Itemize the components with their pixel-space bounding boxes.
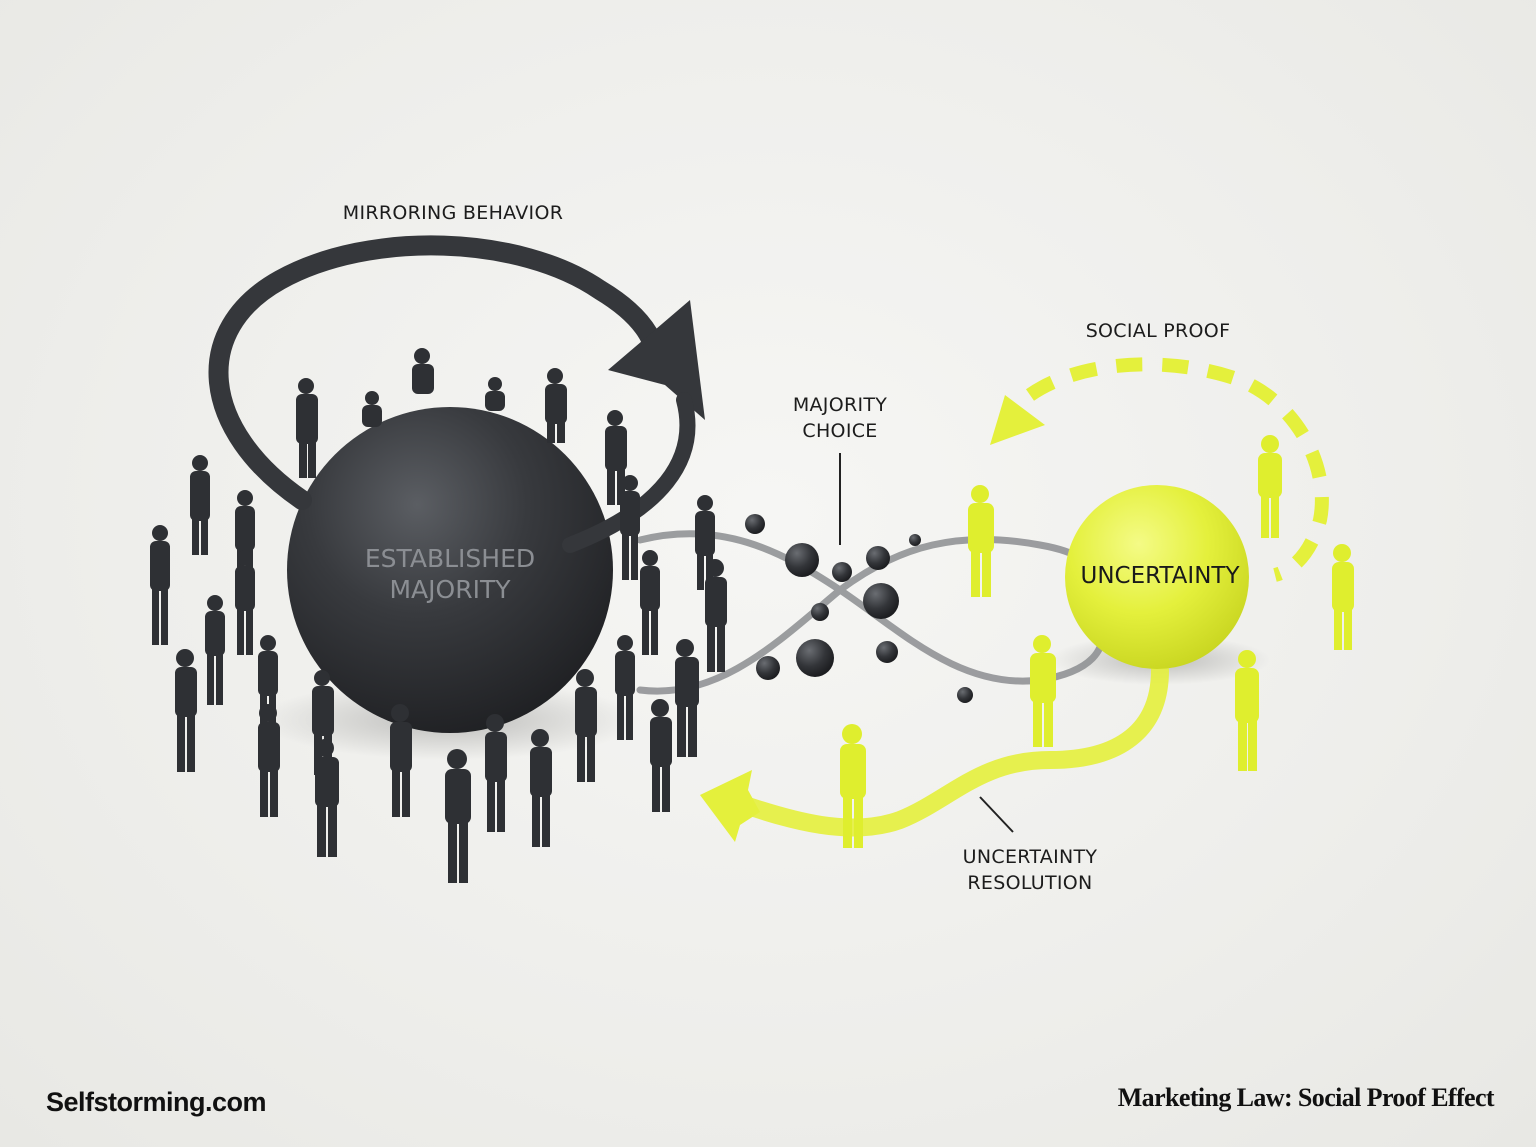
resolution-line1: UNCERTAINTY <box>962 846 1098 868</box>
resolution-line2: RESOLUTION <box>967 872 1093 894</box>
established-majority-line1: ESTABLISHED <box>364 544 536 573</box>
mirroring-behavior-label: MIRRORING BEHAVIOR <box>342 202 564 224</box>
majority-crowd <box>150 348 727 883</box>
mirroring-arrow <box>208 235 705 553</box>
majority-choice-balls <box>745 514 973 703</box>
majority-choice-label: MAJORITY CHOICE <box>770 392 910 444</box>
social-proof-label: SOCIAL PROOF <box>1085 320 1231 342</box>
brand-logo: Selfstorming.com <box>46 1087 267 1117</box>
uncertain-crowd <box>840 435 1354 848</box>
established-majority-sphere <box>287 407 613 733</box>
resolution-pointer <box>979 796 1014 833</box>
established-majority-line2: MAJORITY <box>389 575 511 604</box>
diagram-title: Marketing Law: Social Proof Effect <box>1117 1083 1495 1112</box>
uncertainty-resolution-label: UNCERTAINTY RESOLUTION <box>940 844 1120 896</box>
majority-choice-line1: MAJORITY <box>792 394 888 416</box>
uncertainty-label: UNCERTAINTY <box>1080 563 1240 589</box>
resolution-path <box>700 661 1169 842</box>
uncertainty-sphere <box>1065 485 1249 669</box>
established-majority-label: ESTABLISHED MAJORITY <box>330 543 570 605</box>
social-proof-arrow <box>990 357 1329 582</box>
majority-choice-line2: CHOICE <box>802 420 878 442</box>
